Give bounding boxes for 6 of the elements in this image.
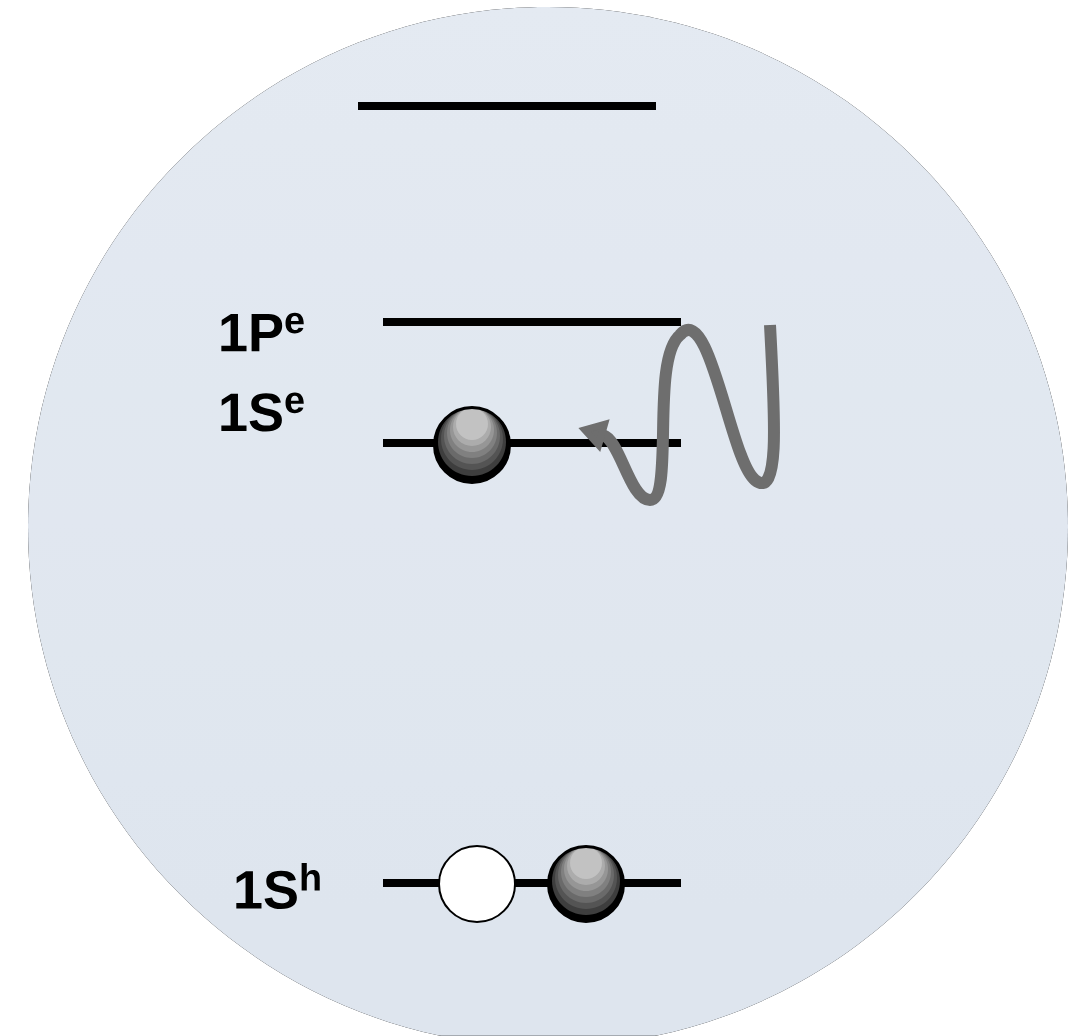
- electron: [433, 406, 511, 484]
- hole: [438, 845, 516, 923]
- level-label: 1S$^{e}$: [221, 392, 304, 432]
- level-label: 1S$^{h}$: [236, 863, 320, 909]
- level-label: 1P$^{e}$: [221, 312, 304, 352]
- electron: [547, 845, 625, 923]
